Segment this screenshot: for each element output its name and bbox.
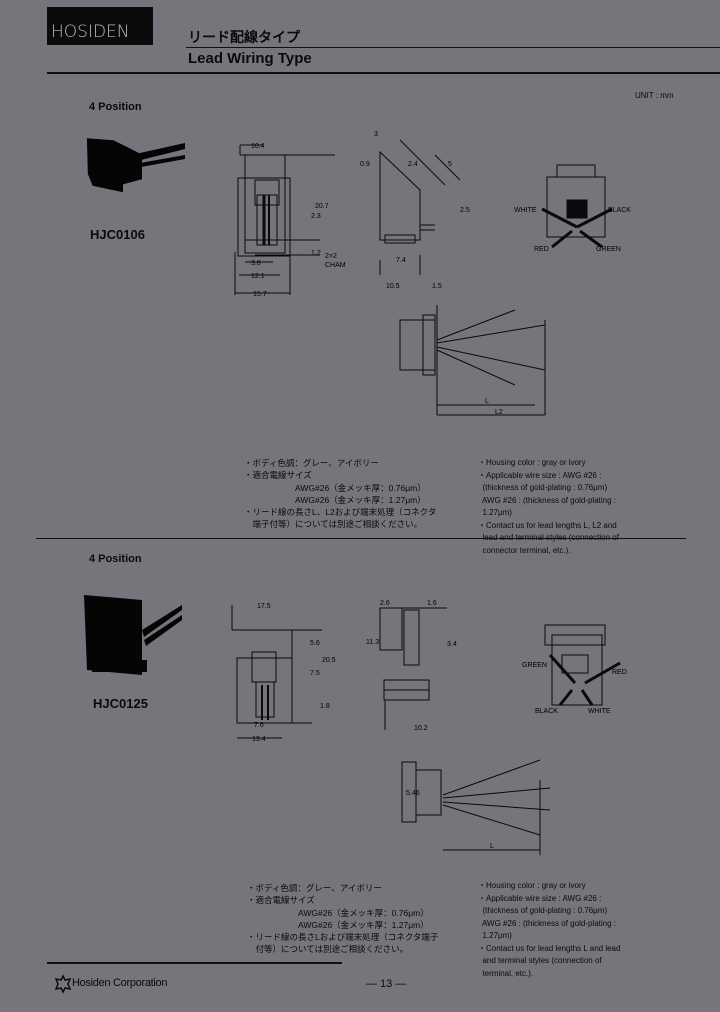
lead-drawing-1: L L2: [399, 305, 546, 416]
side-view-drawing-1: 3 0.9 2.4 5 2.5 2×2 CHAM 7.4 10.5 1.5: [325, 131, 470, 290]
notes-en-1: ・Housing color : gray or ivory ・Applicab…: [478, 458, 619, 555]
svg-text:3.8: 3.8: [251, 260, 261, 267]
notes-jp-2: ・ボディ色調：グレー、アイボリー ・適合電線サイズ AWG#26（金メッキ厚：0…: [247, 883, 439, 955]
hosiden-star-icon: [54, 974, 72, 994]
svg-text:10.5: 10.5: [386, 283, 400, 290]
notes-en-2: ・Housing color : gray or ivory ・Applicab…: [478, 881, 621, 978]
svg-text:2.3: 2.3: [311, 213, 321, 220]
svg-text:0.9: 0.9: [360, 161, 370, 168]
part-number-2: HJC0125: [93, 696, 148, 711]
svg-text:15.7: 15.7: [253, 291, 267, 298]
svg-text:2×2: 2×2: [325, 253, 337, 260]
wire-red-label-2: RED: [612, 669, 627, 676]
page-title-en: Lead Wiring Type: [188, 50, 312, 67]
wire-red-label: RED: [534, 246, 549, 253]
unit-label: UNIT : mm: [635, 91, 674, 100]
svg-text:5: 5: [448, 161, 452, 168]
front-view-drawing-2: 17.5 5.6 20.5 7.5 1.8 7.6 13.4: [231, 603, 336, 743]
svg-text:2.5: 2.5: [460, 207, 470, 214]
housing-mark: 5.46: [406, 790, 420, 797]
wire-green-label: GREEN: [596, 246, 621, 253]
wire-green-label-2: GREEN: [522, 662, 547, 669]
svg-text:13.4: 13.4: [252, 736, 266, 743]
notes-jp-1: ・ボディ色調：グレー、アイボリー ・適合電線サイズ AWG#26（金メッキ厚：0…: [244, 458, 437, 530]
logo-text: HOSIDEN: [51, 22, 130, 42]
svg-text:7.4: 7.4: [396, 257, 406, 264]
footer-company: Hosiden Corporation: [72, 977, 168, 989]
svg-text:11.3: 11.3: [366, 639, 379, 646]
section-divider: [36, 538, 686, 539]
front-view-drawing-1: 10.4 20.7 2.3 1.2 3.8 12.1 15.7: [234, 143, 335, 298]
wire-white-label: WHITE: [514, 207, 537, 214]
svg-text:17.5: 17.5: [257, 603, 271, 610]
page-title-jp: リード配線タイプ: [188, 29, 300, 45]
svg-text:1.2: 1.2: [311, 250, 321, 257]
section-label-1: 4 Position: [89, 101, 142, 113]
svg-text:20.5: 20.5: [322, 657, 336, 664]
svg-text:1.6: 1.6: [427, 600, 437, 607]
svg-text:7.5: 7.5: [310, 670, 320, 677]
svg-text:10.2: 10.2: [414, 725, 428, 732]
svg-text:20.7: 20.7: [315, 203, 329, 210]
page-number: — 13 —: [366, 978, 407, 990]
title-divider: [186, 47, 720, 48]
footer-rule: [47, 962, 342, 964]
dim-width-top: 10.4: [251, 143, 265, 150]
svg-text:5.6: 5.6: [310, 640, 320, 647]
svg-text:2.4: 2.4: [408, 161, 418, 168]
product-photo-hjc0106: [86, 138, 185, 193]
svg-text:3: 3: [374, 131, 378, 138]
lead-drawing-2: 5.46 L: [401, 759, 551, 855]
svg-text:2.6: 2.6: [380, 600, 390, 607]
svg-text:7.6: 7.6: [254, 722, 264, 729]
section-label-2: 4 Position: [89, 553, 142, 565]
wire-black-label: BLACK: [608, 207, 631, 214]
dim-l-2: L: [490, 843, 494, 850]
svg-text:12.1: 12.1: [251, 273, 265, 280]
header-rule: [47, 72, 720, 74]
svg-text:1.5: 1.5: [432, 283, 442, 290]
hosiden-logo: HOSIDEN: [47, 7, 153, 45]
wire-diagram-2: GREEN RED BLACK WHITE: [522, 624, 627, 715]
wire-white-label-2: WHITE: [588, 708, 611, 715]
svg-text:3.4: 3.4: [447, 641, 457, 648]
product-photo-hjc0125: [84, 595, 182, 675]
svg-text:1.8: 1.8: [320, 703, 330, 710]
wire-black-label-2: BLACK: [535, 708, 558, 715]
wire-diagram-1: WHITE BLACK RED GREEN: [514, 164, 631, 253]
svg-text:CHAM: CHAM: [325, 262, 346, 269]
dim-l2: L2: [495, 409, 503, 416]
side-view-drawing-2: 2.6 1.6 11.3 3.4 10.2: [366, 600, 457, 732]
dim-l: L: [485, 398, 489, 405]
part-number-1: HJC0106: [90, 227, 145, 242]
